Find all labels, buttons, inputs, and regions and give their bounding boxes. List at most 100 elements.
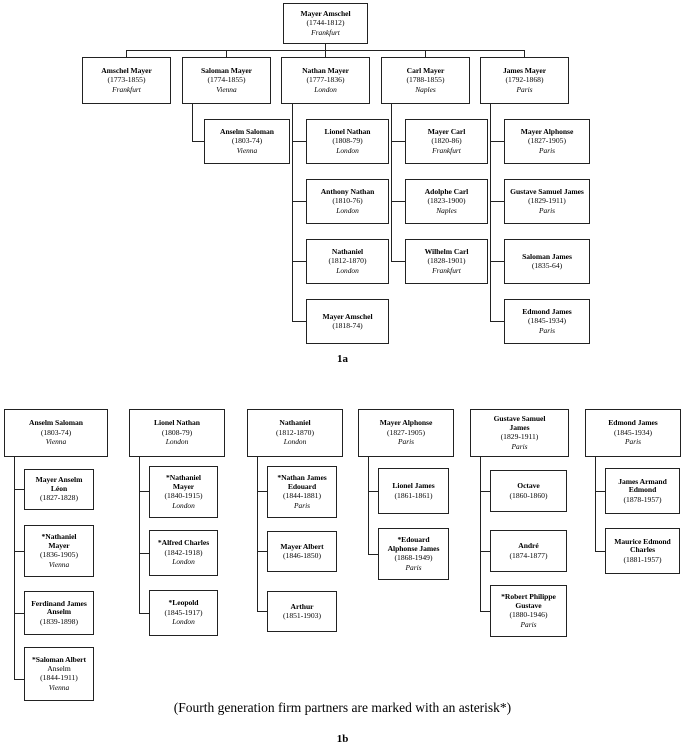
node-name-line2: Edmond xyxy=(628,485,657,495)
connector-stub-edmond-james xyxy=(490,321,504,323)
node-years: (1810-76) xyxy=(332,196,363,206)
node-years: (1829-1911) xyxy=(528,196,566,206)
node-carl-mayer[interactable]: Carl Mayer (1788-1855) Naples xyxy=(381,57,470,104)
node-james-armand-edmond[interactable]: James Armand Edmond (1878-1957) xyxy=(605,468,680,514)
node-name: James Armand xyxy=(618,476,667,486)
node-saloman-mayer[interactable]: Saloman Mayer (1774-1855) Vienna xyxy=(182,57,271,104)
connector-stub-col3-child2 xyxy=(257,551,267,553)
node-name-line2-plain: Anselm xyxy=(47,663,71,673)
node-years: (1829-1911) xyxy=(500,432,539,442)
node-lionel-nathan[interactable]: Lionel Nathan (1808-79) London xyxy=(306,119,389,164)
node-name: Adolphe Carl xyxy=(424,186,469,196)
node-city: London xyxy=(336,265,359,275)
connector-stub-nathaniel xyxy=(292,261,306,263)
node-anthony-nathan[interactable]: Anthony Nathan (1810-76) London xyxy=(306,179,389,224)
node-years: (1845-1934) xyxy=(528,316,566,326)
node-name: Carl Mayer xyxy=(406,65,445,75)
node-years: (1839-1898) xyxy=(40,616,78,626)
node-name: Gustave Samuel James xyxy=(510,186,584,196)
node-name: Mayer Albert xyxy=(280,541,324,551)
node-city: Paris xyxy=(520,619,537,629)
node-lionel-nathan-parent[interactable]: Lionel Nathan (1808-79) London xyxy=(129,409,225,457)
node-mayer-albert[interactable]: Mayer Albert (1846-1850) xyxy=(267,531,337,572)
node-city: Paris xyxy=(538,325,555,335)
node-alfred-charles[interactable]: *Alfred Charles (1842-1918) London xyxy=(149,530,218,576)
node-city: Paris xyxy=(397,437,414,447)
node-mayer-amschel-root[interactable]: Mayer Amschel (1744-1812) Frankfurt xyxy=(283,3,368,44)
node-lionel-james[interactable]: Lionel James (1861-1861) xyxy=(378,468,449,514)
node-anselm-saloman[interactable]: Anselm Saloman (1803-74) Vienna xyxy=(204,119,290,164)
connector-drop-carl xyxy=(425,50,427,57)
node-mayer-anselm-leon[interactable]: Mayer Anselm Léon (1827-1828) xyxy=(24,469,94,510)
node-years: (1803-74) xyxy=(231,136,263,146)
node-saloman-james[interactable]: Saloman James (1835-64) xyxy=(504,239,590,284)
node-name: Mayer Alphonse xyxy=(520,126,574,136)
node-years: (1827-1905) xyxy=(528,136,566,146)
node-city: Frankfurt xyxy=(432,145,461,155)
connector-drop-amschel xyxy=(126,50,128,57)
node-amschel-mayer[interactable]: Amschel Mayer (1773-1855) Frankfurt xyxy=(82,57,171,104)
node-nathaniel[interactable]: Nathaniel (1812-1870) London xyxy=(306,239,389,284)
node-octave[interactable]: Octave (1860-1860) xyxy=(490,470,567,512)
node-adolphe-carl[interactable]: Adolphe Carl (1823-1900) Naples xyxy=(405,179,488,224)
node-name: Lionel James xyxy=(392,481,435,490)
node-edmond-james[interactable]: Edmond James (1845-1934) Paris xyxy=(504,299,590,344)
node-name: Anselm Saloman xyxy=(29,418,83,428)
node-city: Vienna xyxy=(48,559,70,569)
node-nathaniel-mayer-vienna[interactable]: *Nathaniel Mayer (1836-1905) Vienna xyxy=(24,525,94,577)
node-years: (1874-1877) xyxy=(509,550,548,560)
connector-stub-col1-child1 xyxy=(14,489,24,491)
node-gustave-samuel-james-parent[interactable]: Gustave Samuel James (1829-1911) Paris xyxy=(470,409,569,457)
connector-stub-col2-child1 xyxy=(139,491,149,493)
node-years: (1868-1949) xyxy=(394,553,433,563)
node-maurice-edmond-charles[interactable]: Maurice Edmond Charles (1881-1957) xyxy=(605,528,680,574)
node-mayer-alphonse-parent[interactable]: Mayer Alphonse (1827-1905) Paris xyxy=(358,409,454,457)
node-name: *Nathaniel xyxy=(166,473,201,483)
node-name: Nathaniel xyxy=(331,246,364,256)
node-name-line2: Léon xyxy=(50,483,68,493)
node-anselm-saloman-parent[interactable]: Anselm Saloman (1803-74) Vienna xyxy=(4,409,108,457)
node-city: Frankfurt xyxy=(112,84,141,94)
node-name: Gustave Samuel xyxy=(493,414,546,424)
node-years: (1812-1870) xyxy=(328,256,367,266)
node-saloman-albert-anselm[interactable]: *Saloman Albert Anselm (1844-1911) Vienn… xyxy=(24,647,94,701)
node-leopold[interactable]: *Leopold (1845-1917) London xyxy=(149,590,218,636)
node-name: André xyxy=(518,541,539,550)
connector-stub-anselm-saloman xyxy=(192,141,204,143)
node-nathaniel-mayer-london[interactable]: *Nathaniel Mayer (1840-1915) London xyxy=(149,466,218,518)
node-andre[interactable]: André (1874-1877) xyxy=(490,530,567,572)
node-gustave-samuel-james[interactable]: Gustave Samuel James (1829-1911) Paris xyxy=(504,179,590,224)
node-name: Saloman Mayer xyxy=(200,65,253,75)
node-years: (1860-1860) xyxy=(509,490,548,500)
node-name: *Nathaniel xyxy=(41,532,77,542)
node-edouard-alphonse-james[interactable]: *Edouard Alphonse James (1868-1949) Pari… xyxy=(378,528,449,580)
node-years: (1792-1868) xyxy=(505,75,544,85)
node-years: (1773-1855) xyxy=(107,75,146,85)
node-years: (1836-1905) xyxy=(40,550,78,560)
node-james-mayer[interactable]: James Mayer (1792-1868) Paris xyxy=(480,57,569,104)
node-mayer-alphonse[interactable]: Mayer Alphonse (1827-1905) Paris xyxy=(504,119,590,164)
node-mayer-carl[interactable]: Mayer Carl (1820-86) Frankfurt xyxy=(405,119,488,164)
node-nathaniel-parent[interactable]: Nathaniel (1812-1870) London xyxy=(247,409,343,457)
node-years: (1844-1881) xyxy=(283,491,321,501)
node-edmond-james-parent[interactable]: Edmond James (1845-1934) Paris xyxy=(585,409,681,457)
node-robert-philippe-gustave[interactable]: *Robert Philippe Gustave (1880-1946) Par… xyxy=(490,585,567,637)
connector-drop-nathan xyxy=(325,50,327,57)
node-name: Edmond James xyxy=(522,306,572,316)
node-mayer-amschel-1818[interactable]: Mayer Amschel (1818-74) xyxy=(306,299,389,344)
node-nathan-mayer[interactable]: Nathan Mayer (1777-1836) London xyxy=(281,57,370,104)
node-name: Mayer Alphonse xyxy=(379,418,433,428)
node-nathan-james-edouard[interactable]: *Nathan James Edouard (1844-1881) Paris xyxy=(267,466,337,518)
node-name: Amschel Mayer xyxy=(101,65,152,75)
connector-stub-col6-child2 xyxy=(595,551,605,553)
connector-stub-wilhelm-carl xyxy=(391,261,405,263)
node-name-line2: Gustave xyxy=(515,600,542,610)
node-arthur[interactable]: Arthur (1851-1903) xyxy=(267,591,337,632)
connector-stub-col5-child2 xyxy=(480,551,490,553)
node-city: London xyxy=(336,145,359,155)
node-wilhelm-carl[interactable]: Wilhelm Carl (1828-1901) Frankfurt xyxy=(405,239,488,284)
node-city: Frankfurt xyxy=(432,265,461,275)
connector-stub-anthony-nathan xyxy=(292,201,306,203)
node-ferdinand-james-anselm[interactable]: Ferdinand James Anselm (1839-1898) xyxy=(24,591,94,635)
connector-stub-col3-child3 xyxy=(257,611,267,613)
